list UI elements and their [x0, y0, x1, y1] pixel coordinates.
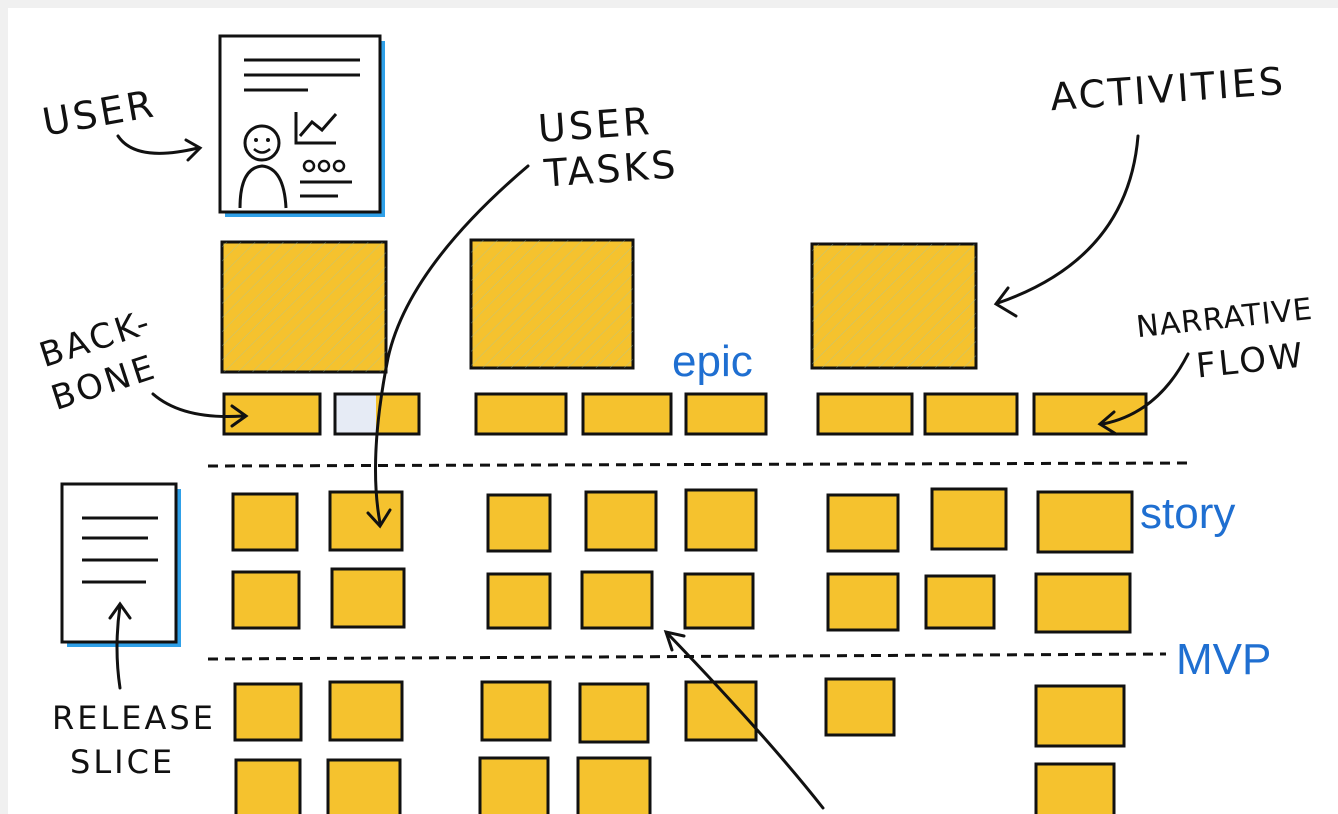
backbone-divider: [207, 461, 1194, 468]
user-persona-card-icon: [218, 34, 385, 217]
release-slice-label-line1: RELEASE: [52, 699, 216, 737]
release-slice-label-line2: SLICE: [70, 743, 176, 781]
activities-arrow: [996, 134, 1140, 305]
user-arrow: [116, 134, 200, 155]
activity-notes: [220, 238, 978, 374]
backbone-task-notes: [222, 392, 1148, 436]
story-to-slice-arrow: [666, 632, 825, 810]
release-document-icon: [60, 482, 181, 647]
mvp-annotation: MVP: [1176, 635, 1272, 684]
mvp-divider: [207, 652, 1167, 661]
backbone-arrow: [151, 392, 245, 418]
story-notes: [231, 487, 1134, 814]
release-arrow: [115, 604, 122, 690]
epic-annotation: epic: [672, 337, 753, 386]
annotation-arrows: [108, 134, 1190, 810]
user-tasks-label-line2: TASKS: [542, 142, 680, 196]
story-annotation: story: [1140, 489, 1236, 538]
user-tasks-arrow: [374, 164, 530, 525]
diagram-drawing: [60, 34, 1194, 814]
narrative-flow-arrow: [1101, 352, 1190, 426]
user-tasks-label-line1: USER: [536, 99, 654, 151]
narrative-flow-label-line2: FLOW: [1194, 335, 1308, 387]
story-map-diagram: USER USER TASKS ACTIVITIES BACK- BONE NA…: [8, 8, 1338, 814]
